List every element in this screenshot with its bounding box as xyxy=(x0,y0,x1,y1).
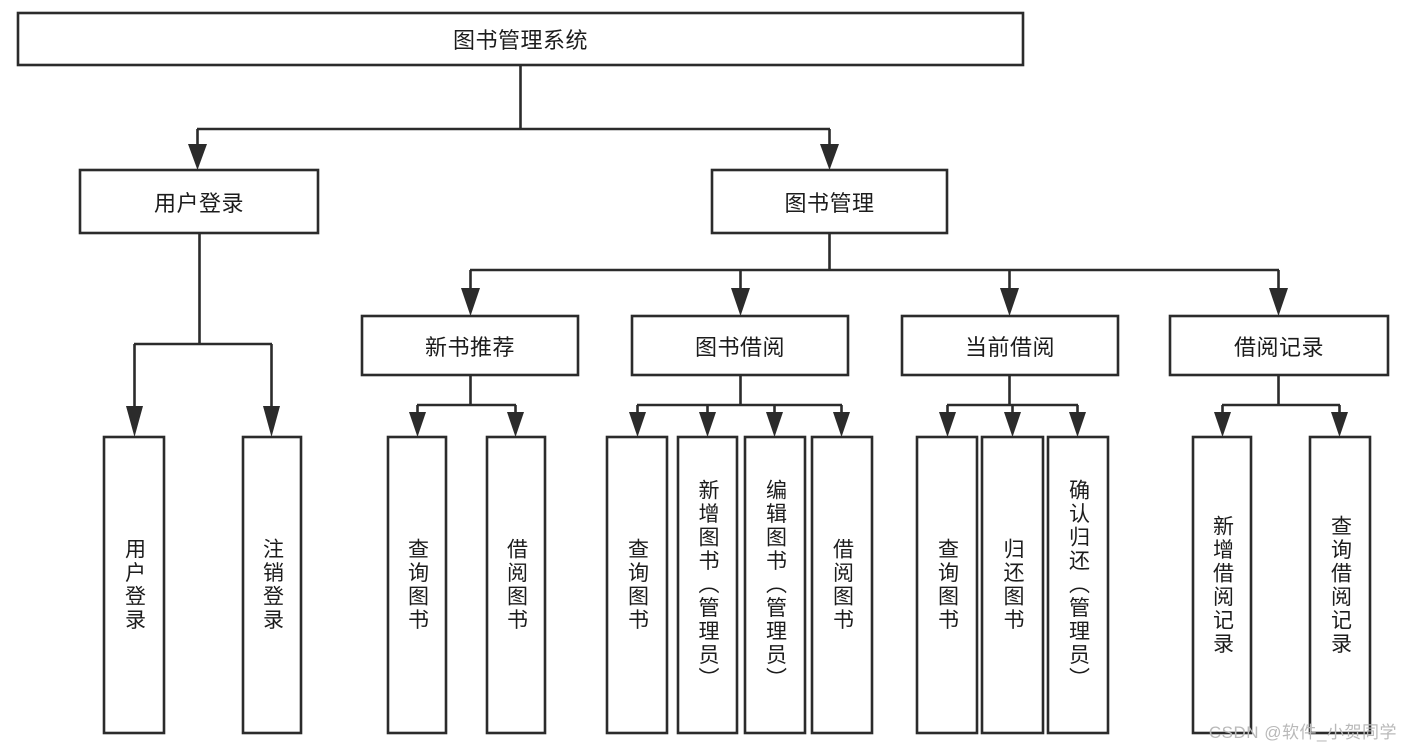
leaf-box-return-book[interactable] xyxy=(980,435,1045,735)
leaf-box-user-login[interactable] xyxy=(102,435,166,735)
node-box-current-borrow[interactable] xyxy=(900,314,1120,377)
arrowhead-new-books xyxy=(461,288,480,316)
node-box-book-borrow[interactable] xyxy=(630,314,850,377)
arrowhead-book-mgmt xyxy=(820,144,839,170)
arrowhead-query-book-2 xyxy=(629,412,646,437)
arrowhead-borrow-book-2 xyxy=(833,412,850,437)
leaf-box-edit-book[interactable] xyxy=(743,435,807,735)
arrowhead-return-book xyxy=(1004,412,1021,437)
leaf-box-query-book-2[interactable] xyxy=(605,435,669,735)
node-box-user-login[interactable] xyxy=(78,168,320,235)
node-box-new-book-recommend[interactable] xyxy=(360,314,580,377)
arrowhead-user-login xyxy=(188,144,207,170)
arrowhead-leaf-user-login xyxy=(126,406,143,437)
arrowhead-query-book-1 xyxy=(409,412,426,437)
leaf-box-query-record[interactable] xyxy=(1308,435,1372,735)
arrowhead-add-record xyxy=(1214,412,1231,437)
leaf-box-logout[interactable] xyxy=(241,435,303,735)
leaf-box-add-book[interactable] xyxy=(676,435,739,735)
leaf-box-query-book-1[interactable] xyxy=(386,435,448,735)
arrowhead-query-book-3 xyxy=(939,412,956,437)
arrowhead-borrow-records xyxy=(1269,288,1288,316)
leaf-box-borrow-book-2[interactable] xyxy=(810,435,874,735)
arrowhead-edit-book xyxy=(766,412,783,437)
arrowhead-confirm-return xyxy=(1069,412,1086,437)
arrowhead-current-borrow xyxy=(1000,288,1019,316)
arrowhead-add-book xyxy=(699,412,716,437)
arrowhead-leaf-logout xyxy=(263,406,280,437)
leaf-box-borrow-book-1[interactable] xyxy=(485,435,547,735)
watermark-text: CSDN @软件_小贺同学 xyxy=(1208,723,1397,742)
arrowhead-borrow-book-1 xyxy=(507,412,524,437)
arrowhead-borrow-books xyxy=(731,288,750,316)
node-box-borrow-record[interactable] xyxy=(1168,314,1390,377)
node-box-book-management[interactable] xyxy=(710,168,949,235)
leaf-box-add-record[interactable] xyxy=(1191,435,1253,735)
arrowhead-query-record xyxy=(1331,412,1348,437)
node-box-root[interactable] xyxy=(16,11,1025,67)
leaf-box-query-book-3[interactable] xyxy=(915,435,979,735)
leaf-box-confirm-return[interactable] xyxy=(1046,435,1110,735)
